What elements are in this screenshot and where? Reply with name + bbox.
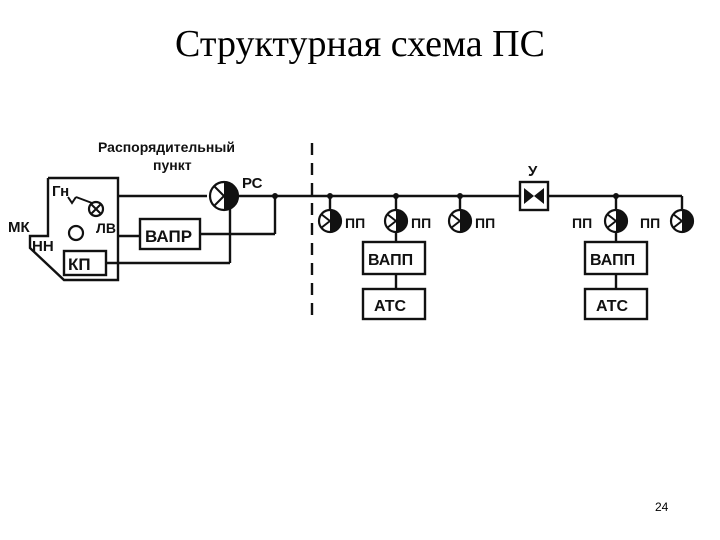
dispatch-point-label-line2: пункт xyxy=(153,157,192,173)
pp-station-icon xyxy=(603,196,629,234)
page-number: 24 xyxy=(655,500,669,514)
lamp-icon xyxy=(87,200,105,218)
rs-station-icon xyxy=(208,180,240,212)
pp-station-icon xyxy=(383,196,409,234)
ats-box xyxy=(361,287,427,321)
ats-label: АТС xyxy=(374,298,407,315)
ats-box xyxy=(583,287,649,321)
vapr-box xyxy=(138,217,202,251)
console-label-gn: Гн xyxy=(52,183,69,200)
pp-label: ПП xyxy=(475,215,495,231)
pp-label: ПП xyxy=(572,215,592,231)
pp-label: ПП xyxy=(640,215,660,231)
pp-label: ПП xyxy=(345,215,365,231)
rs-label: РС xyxy=(242,175,263,192)
ats-label: АТС xyxy=(596,298,629,315)
console-label-mk: МК xyxy=(8,219,30,236)
slide-title: Структурная схема ПС xyxy=(175,23,545,65)
amplifier-label: У xyxy=(528,163,538,180)
vapp-box xyxy=(583,240,649,276)
vapp-box xyxy=(361,240,427,276)
dispatch-point-label-line1: Распорядительный xyxy=(98,139,235,155)
vapp-label: ВАПП xyxy=(590,252,635,269)
pp-station-icon xyxy=(447,196,473,234)
pp-label: ПП xyxy=(411,215,431,231)
console-label-lv: ЛВ xyxy=(96,220,116,236)
console-label-nn: НН xyxy=(32,238,54,255)
pp-station-icon xyxy=(669,196,695,234)
kp-label: КП xyxy=(68,255,91,274)
pp-station-icon xyxy=(317,196,343,234)
indicator-icon xyxy=(67,224,85,242)
vapr-label: ВАПР xyxy=(145,227,192,246)
vapp-label: ВАПП xyxy=(368,252,413,269)
amplifier-icon xyxy=(518,180,550,212)
